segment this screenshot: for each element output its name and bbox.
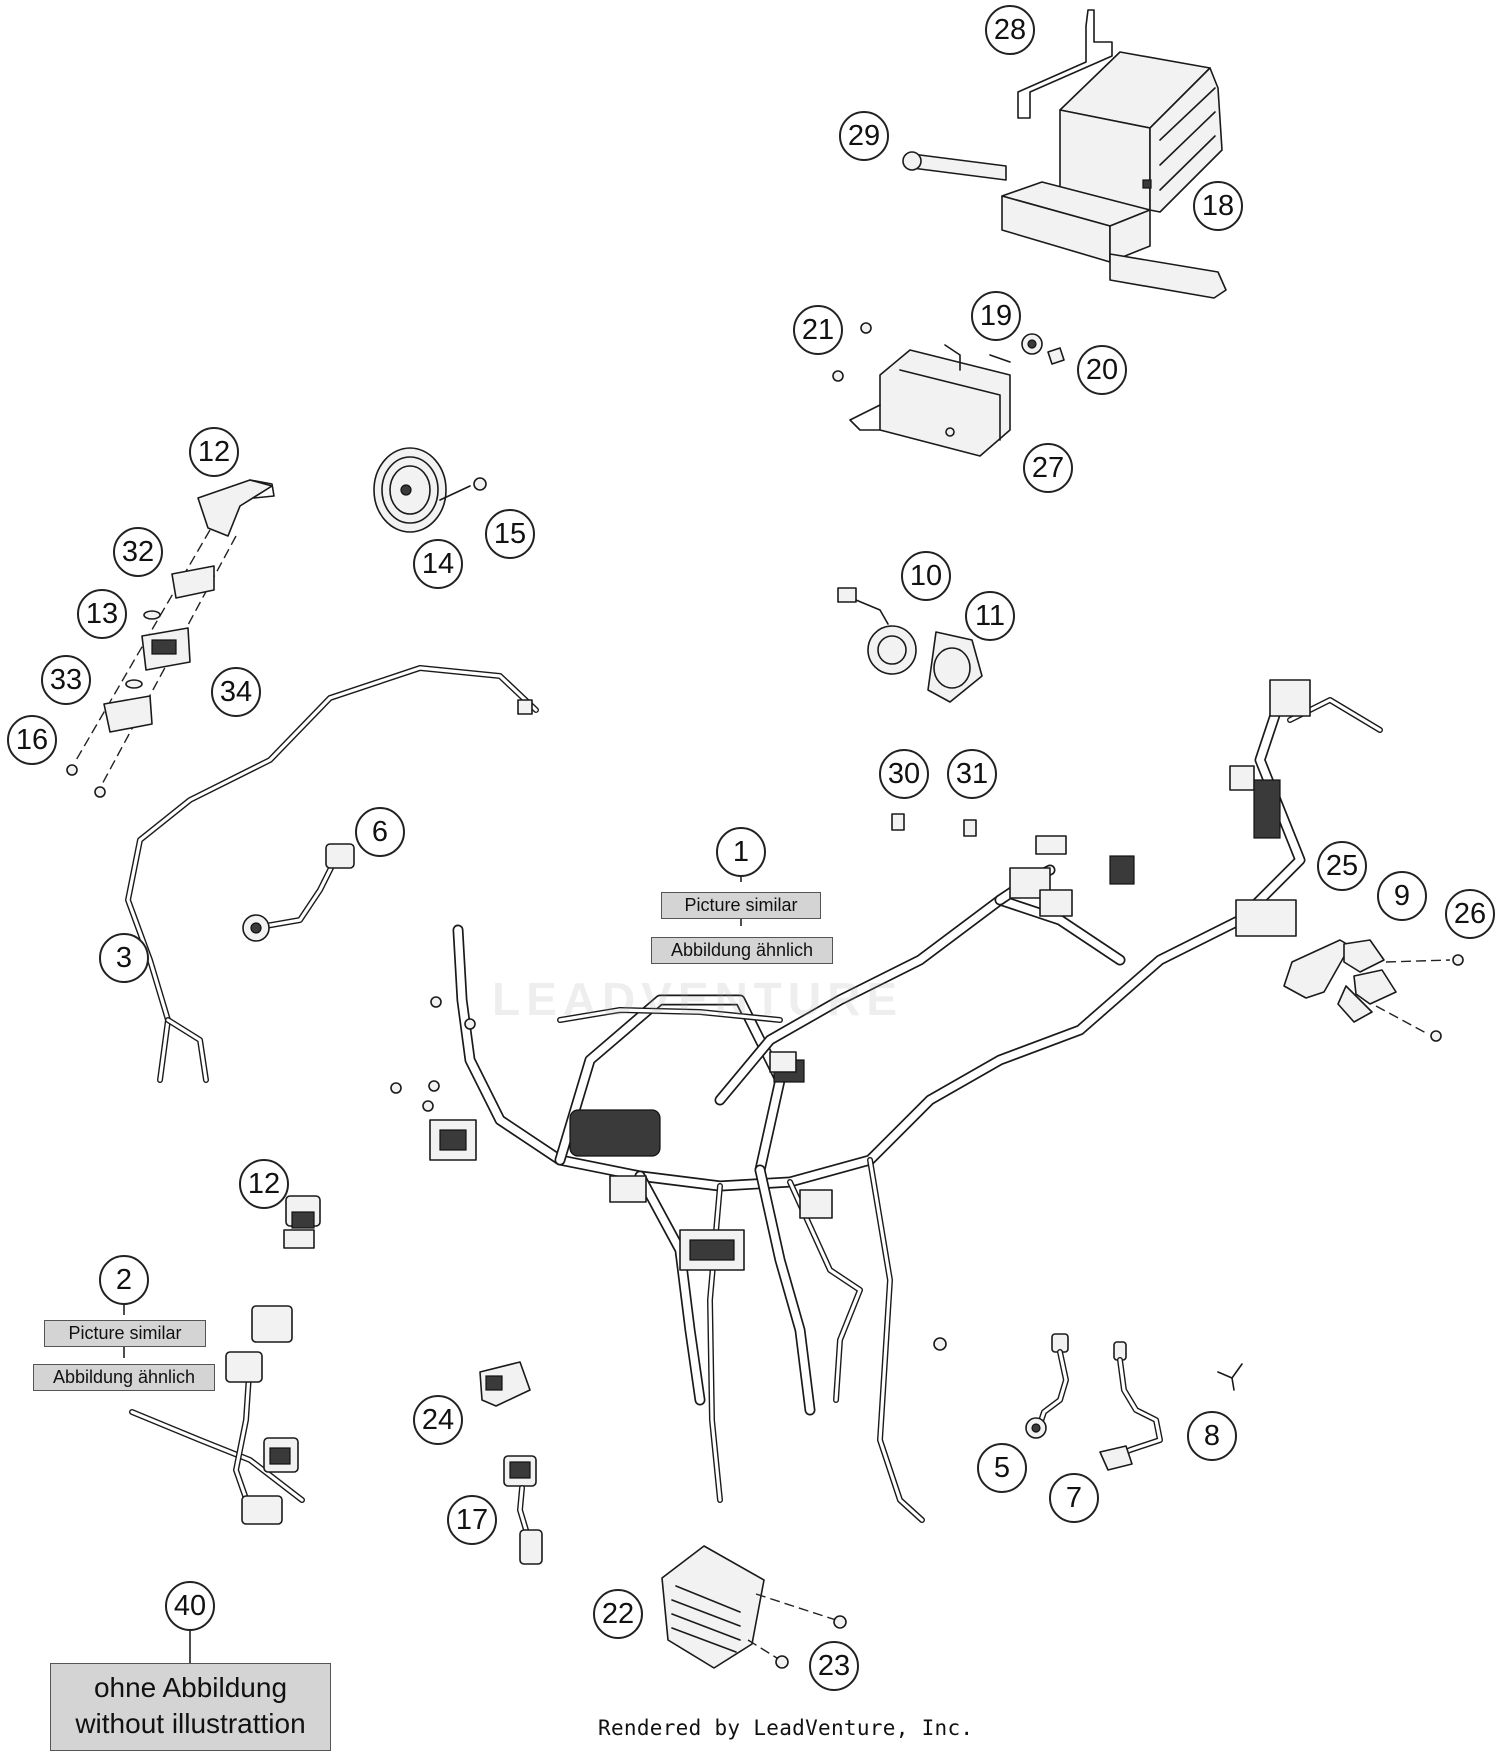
svg-text:29: 29	[848, 120, 880, 152]
callout-5: 5	[977, 1443, 1027, 1493]
svg-text:20: 20	[1086, 354, 1118, 386]
callout-16: 16	[7, 715, 57, 765]
callout-6: 6	[355, 807, 405, 857]
svg-text:33: 33	[50, 664, 82, 696]
svg-text:12: 12	[248, 1168, 280, 1200]
callout-12-top: 12	[189, 427, 239, 477]
svg-text:22: 22	[602, 1598, 634, 1630]
callout-31: 31	[947, 749, 997, 799]
callout-33: 33	[41, 655, 91, 705]
callout-20: 20	[1077, 345, 1127, 395]
callout-27: 27	[1023, 443, 1073, 493]
callout-12-mid: 12	[239, 1159, 289, 1209]
callout-19: 19	[971, 291, 1021, 341]
svg-text:25: 25	[1326, 850, 1358, 882]
svg-text:11: 11	[975, 600, 1005, 632]
svg-text:24: 24	[422, 1404, 454, 1436]
callout-24: 24	[413, 1395, 463, 1445]
callout-28: 28	[985, 5, 1035, 55]
callout-18: 18	[1193, 181, 1243, 231]
svg-text:19: 19	[980, 300, 1012, 332]
svg-text:18: 18	[1202, 190, 1234, 222]
svg-text:16: 16	[16, 724, 48, 756]
callout-32: 32	[113, 527, 163, 577]
note-picture-similar-2: Picture similar	[44, 1320, 206, 1347]
svg-text:8: 8	[1204, 1420, 1220, 1452]
callout-26: 26	[1445, 889, 1495, 939]
svg-text:17: 17	[456, 1504, 488, 1536]
svg-text:28: 28	[994, 14, 1026, 46]
svg-text:1: 1	[733, 836, 749, 868]
voltage-regulator	[661, 1545, 847, 1669]
svg-text:31: 31	[956, 758, 988, 790]
without-illustration-text: without illustrattion	[75, 1708, 306, 1739]
watermark-text: LEADVENTURE	[492, 973, 904, 1025]
svg-text:12: 12	[198, 436, 230, 468]
svg-text:34: 34	[220, 676, 252, 708]
footer-credit: Rendered by LeadVenture, Inc.	[598, 1716, 974, 1740]
callout-21: 21	[793, 305, 843, 355]
callout-25: 25	[1317, 841, 1367, 891]
callout-8: 8	[1187, 1411, 1237, 1461]
harness-2	[129, 1305, 305, 1525]
svg-text:14: 14	[422, 548, 454, 580]
bracket-stack	[66, 479, 275, 798]
relay-12	[283, 1195, 321, 1249]
callout-13: 13	[77, 589, 127, 639]
callout-30: 30	[879, 749, 929, 799]
callout-1: 1	[716, 827, 766, 877]
callout-9: 9	[1377, 871, 1427, 921]
sensor-5	[1025, 1333, 1069, 1439]
callout-29: 29	[839, 111, 889, 161]
svg-text:40: 40	[174, 1590, 206, 1622]
note-picture-similar-1: Picture similar	[661, 892, 821, 919]
main-wiring-harness	[429, 679, 1383, 1523]
svg-text:6: 6	[372, 816, 388, 848]
callout-7: 7	[1049, 1473, 1099, 1523]
relay-24	[479, 1361, 531, 1407]
svg-text:27: 27	[1032, 452, 1064, 484]
sensor-7	[1099, 1341, 1163, 1471]
svg-text:23: 23	[818, 1650, 850, 1682]
sensor-6	[242, 843, 355, 942]
svg-text:2: 2	[116, 1264, 132, 1296]
svg-text:3: 3	[116, 942, 132, 974]
note-without-illustration: ohne Abbildung without illustrattion	[50, 1663, 331, 1751]
svg-text:26: 26	[1454, 898, 1486, 930]
callout-34: 34	[211, 667, 261, 717]
svg-text:5: 5	[994, 1452, 1010, 1484]
callout-15: 15	[485, 509, 535, 559]
sensor-17	[503, 1455, 543, 1565]
callout-40: 40	[165, 1581, 215, 1631]
svg-text:9: 9	[1394, 880, 1410, 912]
callout-14: 14	[413, 539, 463, 589]
svg-text:32: 32	[122, 536, 154, 568]
socket-assembly	[837, 587, 983, 703]
callout-11: 11	[965, 591, 1015, 641]
cable-3	[125, 665, 539, 1083]
svg-text:13: 13	[86, 598, 118, 630]
svg-text:7: 7	[1066, 1482, 1082, 1514]
note-abbildung-aehnlich-1: Abbildung ähnlich	[651, 937, 833, 964]
callout-17: 17	[447, 1495, 497, 1545]
svg-text:15: 15	[494, 518, 526, 550]
callout-3: 3	[99, 933, 149, 983]
relay-bracket	[1283, 939, 1464, 1042]
ohne-abbildung-text: ohne Abbildung	[93, 1672, 288, 1703]
callout-10: 10	[901, 551, 951, 601]
note-abbildung-aehnlich-2: Abbildung ähnlich	[33, 1364, 215, 1391]
svg-text:30: 30	[888, 758, 920, 790]
battery-holder-assembly	[832, 9, 1227, 457]
svg-text:21: 21	[802, 314, 834, 346]
callout-22: 22	[593, 1589, 643, 1639]
clip-8	[1217, 1363, 1243, 1391]
callout-23: 23	[809, 1641, 859, 1691]
callout-2: 2	[99, 1255, 149, 1305]
horn	[373, 447, 487, 533]
svg-text:10: 10	[910, 560, 942, 592]
